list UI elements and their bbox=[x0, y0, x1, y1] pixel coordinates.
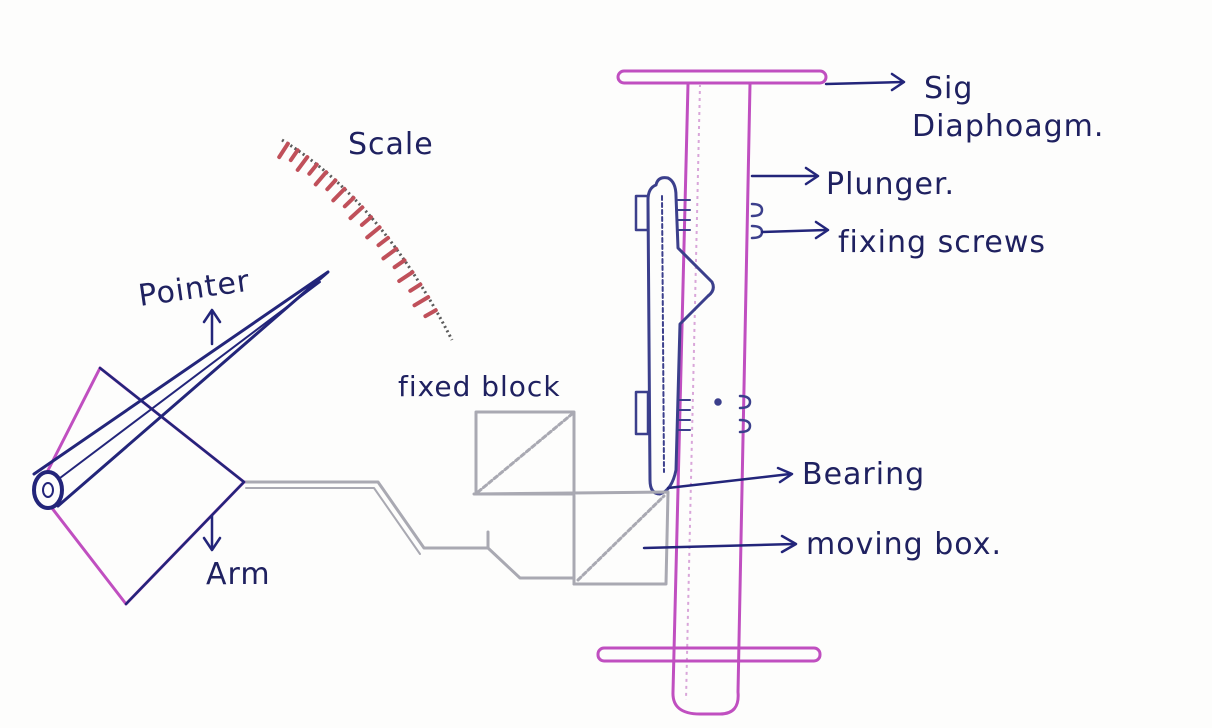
clamp-upper bbox=[634, 194, 650, 232]
scale-tick bbox=[348, 205, 365, 221]
label-pointer: Pointer bbox=[136, 264, 252, 314]
scale-tick bbox=[376, 235, 390, 248]
arrow-moving-box bbox=[642, 534, 798, 554]
scale-tick bbox=[277, 141, 290, 160]
screw-icon bbox=[738, 394, 752, 410]
scale-tick bbox=[408, 282, 423, 293]
scale-tick bbox=[359, 215, 373, 227]
scale-tick bbox=[381, 246, 399, 261]
plunger bbox=[671, 82, 752, 716]
label-fixed-block: fixed block bbox=[398, 370, 561, 403]
bearing-strip bbox=[634, 176, 715, 496]
plunger-tube bbox=[671, 82, 752, 716]
scale-tick bbox=[423, 308, 438, 319]
pointer-inner bbox=[59, 281, 321, 479]
arm-square-edge bbox=[98, 366, 246, 606]
arrow-head-icon bbox=[890, 72, 906, 92]
moving-box-diagonal bbox=[576, 494, 666, 582]
arrow-plunger bbox=[750, 166, 820, 186]
screw-icon bbox=[750, 202, 764, 218]
arrow-head-icon bbox=[804, 166, 820, 186]
sig-diaphragm-bar bbox=[616, 69, 828, 85]
clamp-lower bbox=[634, 390, 650, 436]
arrow-head-icon bbox=[780, 534, 798, 554]
label-fixing-screws: fixing screws bbox=[838, 225, 1046, 260]
scale-tick bbox=[412, 295, 431, 308]
label-arrows bbox=[202, 72, 906, 554]
moving-box-outline bbox=[472, 490, 670, 586]
scale-tick bbox=[295, 155, 310, 172]
scale-tick bbox=[397, 270, 415, 283]
arrow-head-icon bbox=[814, 220, 830, 240]
label-sig: Sig bbox=[924, 71, 973, 106]
arrow-sig-diaphragm bbox=[824, 72, 906, 92]
arm-assembly bbox=[32, 270, 330, 606]
scale-tick bbox=[331, 186, 347, 203]
scale-tick bbox=[365, 225, 382, 240]
label-moving-box: moving box. bbox=[806, 527, 1002, 562]
label-arm: Arm bbox=[206, 557, 271, 592]
arrow-arm bbox=[202, 514, 222, 552]
scale-tick bbox=[342, 195, 356, 209]
screw-dot-icon bbox=[714, 398, 722, 406]
arrow-head-icon bbox=[202, 308, 222, 324]
screw-icon bbox=[738, 418, 752, 434]
scale-tick bbox=[313, 170, 329, 187]
bearing-strip-inner bbox=[661, 195, 665, 473]
label-plunger: Plunger. bbox=[826, 167, 955, 202]
arrow-bearing bbox=[666, 466, 794, 490]
pointer bbox=[32, 270, 330, 508]
sig-diaphragm bbox=[616, 69, 828, 85]
arrow-head-icon bbox=[776, 466, 794, 484]
arrow-fixing-screws bbox=[760, 220, 830, 240]
bearing-strip-outer bbox=[646, 176, 715, 496]
fixing-screws bbox=[714, 202, 764, 434]
linkage-rod-edge bbox=[245, 487, 421, 555]
scale-tick bbox=[325, 178, 338, 192]
label-diaphragm: Diaphoagm. bbox=[912, 109, 1104, 144]
scale-ticks bbox=[277, 141, 438, 319]
scale-tick bbox=[392, 258, 407, 270]
bottom-diaphragm-bar bbox=[596, 646, 822, 663]
scale-arc bbox=[281, 138, 454, 341]
arrow-head-icon bbox=[202, 536, 222, 552]
plunger-inner-line bbox=[685, 83, 701, 701]
scale bbox=[277, 138, 454, 341]
linkage-rod bbox=[242, 480, 576, 580]
scale-tick bbox=[288, 148, 300, 163]
moving-box bbox=[472, 490, 670, 586]
label-scale: Scale bbox=[348, 127, 434, 162]
label-bearing: Bearing bbox=[802, 457, 925, 492]
drum-core bbox=[42, 482, 54, 498]
bottom-diaphragm bbox=[596, 646, 822, 663]
scale-tick bbox=[307, 162, 319, 176]
screw-icon bbox=[750, 224, 764, 240]
clamp-threads bbox=[677, 199, 691, 431]
fixed-block-diagonal bbox=[476, 412, 574, 494]
arm-linkage bbox=[242, 480, 576, 580]
fixed-block bbox=[474, 410, 576, 496]
arrow-pointer bbox=[202, 308, 222, 346]
